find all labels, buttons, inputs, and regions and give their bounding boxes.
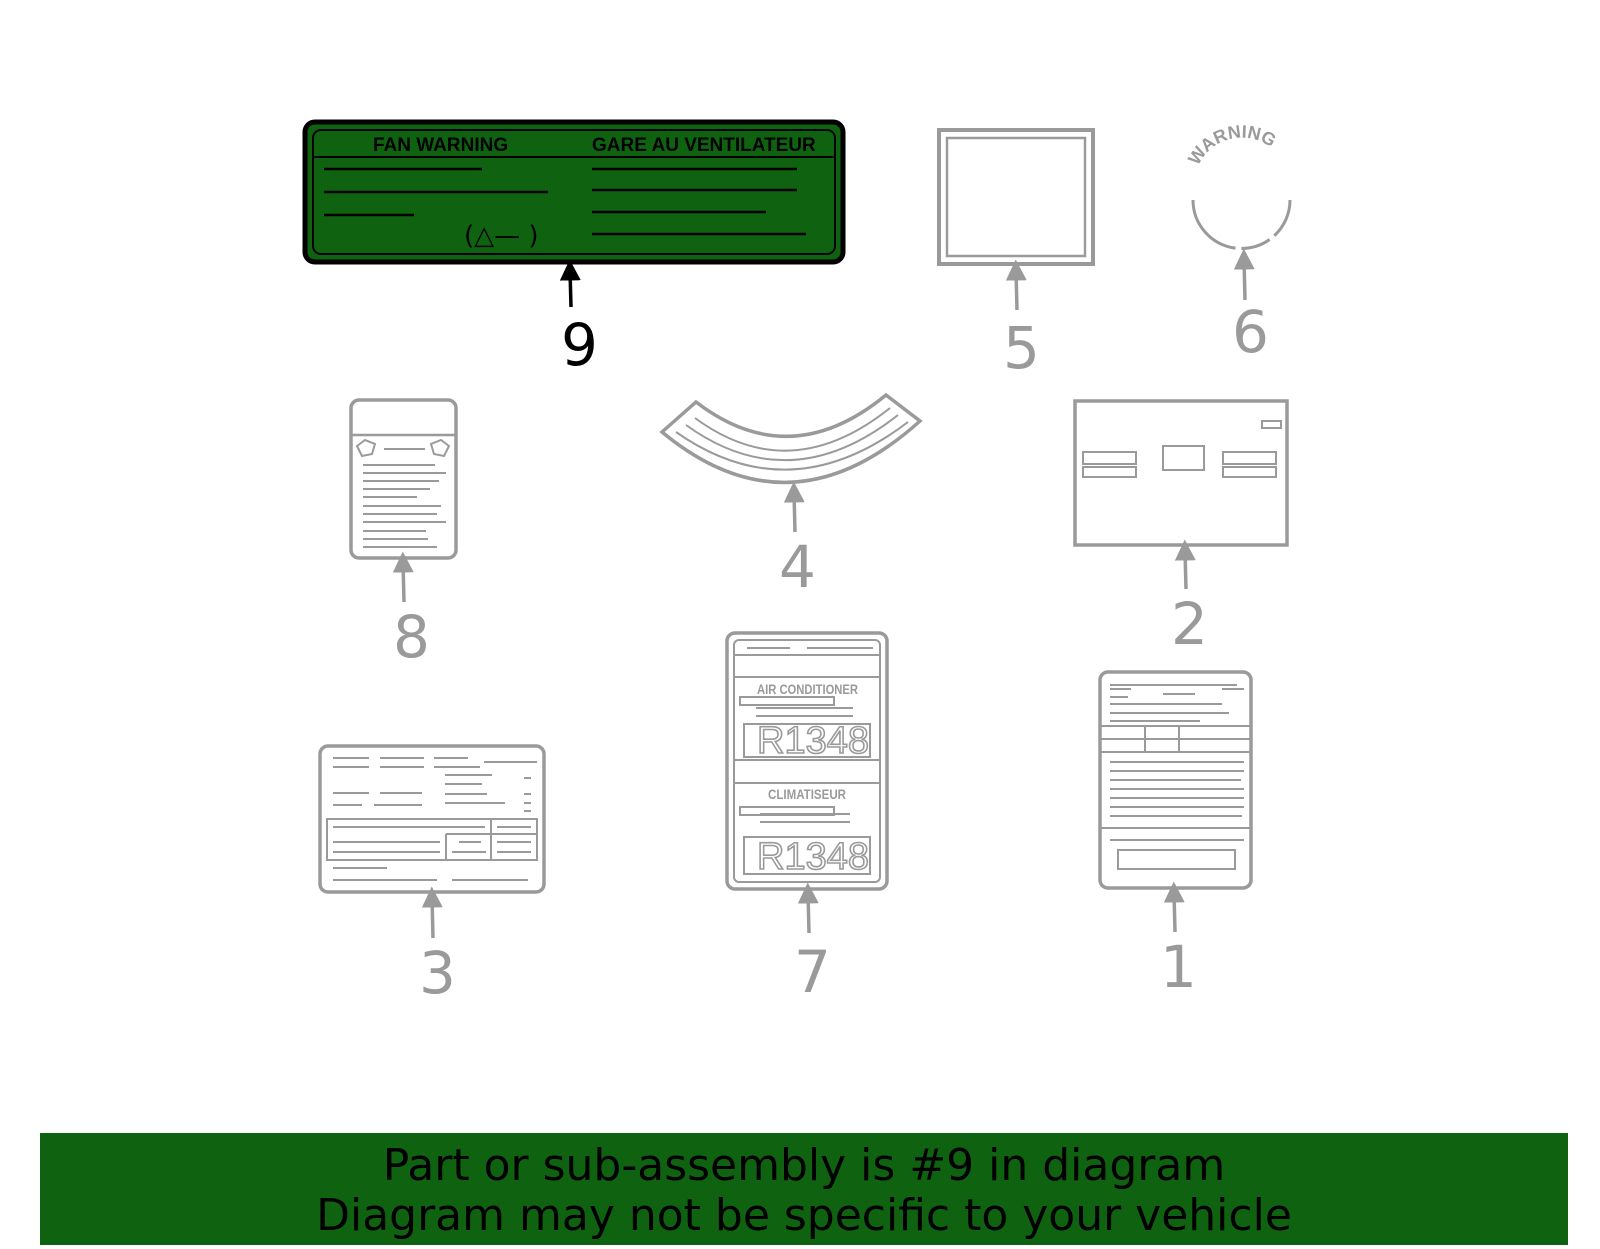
banner-line-disclaimer: Diagram may not be specific to your vehi… <box>316 1190 1292 1241</box>
refrigerant-code-bottom: R1348 <box>757 836 869 878</box>
callout-5[interactable]: 5 <box>1003 314 1040 382</box>
banner-line-part-number: Part or sub-assembly is #9 in diagram <box>382 1140 1226 1191</box>
callout-9[interactable]: 9 <box>561 311 598 379</box>
callout-4[interactable]: 4 <box>779 533 816 601</box>
air-conditioner-text: AIR CONDITIONER <box>757 681 858 697</box>
part-4-curved-label[interactable] <box>659 392 923 484</box>
arrow-5 <box>1005 259 1027 311</box>
arrow-1 <box>1163 881 1185 933</box>
arrow-2 <box>1174 539 1196 590</box>
arrow-3 <box>421 886 443 939</box>
climatiseur-text: CLIMATISEUR <box>768 786 846 802</box>
refrigerant-code-top: R1348 <box>757 720 869 762</box>
callout-8[interactable]: 8 <box>393 603 430 671</box>
part-7-ac-refrigerant-label[interactable]: AIR CONDITIONER R1348 CLIMATISEUR R1348 <box>725 631 889 891</box>
callout-6[interactable]: 6 <box>1232 298 1269 366</box>
part-1-vehicle-label[interactable] <box>1098 670 1253 890</box>
callout-3[interactable]: 3 <box>419 939 456 1007</box>
fan-warning-text: FAN WARNING <box>373 135 508 156</box>
part-2-emission-label[interactable] <box>1073 399 1289 547</box>
part-3-info-label[interactable] <box>318 744 546 894</box>
part-6-round-warning-label[interactable]: WARNING <box>1184 121 1292 250</box>
warning-symbol: (△— ) <box>464 221 539 251</box>
arrow-7 <box>797 882 819 934</box>
callout-7[interactable]: 7 <box>794 938 831 1006</box>
callout-2[interactable]: 2 <box>1171 590 1208 658</box>
part-9-fan-warning-label[interactable]: FAN WARNING GARE AU VENTILATEUR (△— ) <box>302 119 846 265</box>
part-8-tag-label[interactable] <box>349 398 458 560</box>
warning-arc-text: WARNING <box>1184 121 1279 168</box>
arrow-4 <box>783 481 805 533</box>
callout-1[interactable]: 1 <box>1160 933 1197 1001</box>
arrow-9 <box>559 259 581 308</box>
part-5-blank-label[interactable] <box>937 128 1095 266</box>
arrow-6 <box>1233 248 1255 301</box>
info-banner: Part or sub-assembly is #9 in diagram Di… <box>40 1133 1568 1245</box>
gare-au-ventilateur-text: GARE AU VENTILATEUR <box>592 135 816 156</box>
arrow-8 <box>392 551 414 603</box>
